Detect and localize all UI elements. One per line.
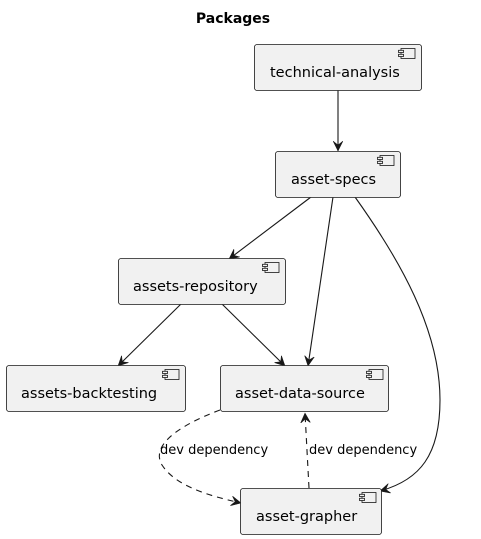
node-asset-specs[interactable]: asset-specs: [275, 151, 401, 198]
component-icon: [162, 369, 180, 380]
component-icon: [262, 262, 280, 273]
edge-asset-specs-to-asset-grapher: [354, 196, 441, 491]
component-icon: [366, 369, 384, 380]
diagram-title: Packages: [196, 11, 270, 27]
node-label: technical-analysis: [270, 65, 400, 81]
node-label: assets-repository: [133, 279, 258, 295]
edge-label-dev-dependency-right: dev dependency: [309, 443, 417, 458]
component-icon: [398, 48, 416, 59]
node-assets-backtesting[interactable]: assets-backtesting: [6, 365, 186, 412]
node-assets-repository[interactable]: assets-repository: [118, 258, 286, 305]
component-icon: [359, 492, 377, 503]
edge-asset-specs-to-asset-data-source: [308, 196, 334, 366]
edge-label-dev-dependency-left: dev dependency: [160, 443, 268, 458]
node-asset-grapher[interactable]: asset-grapher: [240, 488, 382, 535]
edge-asset-specs-to-assets-repository: [229, 196, 312, 260]
node-label: asset-data-source: [235, 386, 365, 402]
node-label: asset-specs: [291, 172, 376, 188]
edge-asset-grapher-to-asset-data-source: [305, 413, 309, 489]
edge-assets-repository-to-assets-backtesting: [118, 303, 182, 366]
node-label: asset-grapher: [256, 509, 357, 525]
component-icon: [377, 155, 395, 166]
edge-asset-data-source-to-asset-grapher: [158, 409, 241, 503]
node-asset-data-source[interactable]: asset-data-source: [220, 365, 389, 412]
edges: [118, 90, 441, 503]
node-label: assets-backtesting: [21, 386, 157, 402]
node-technical-analysis[interactable]: technical-analysis: [254, 44, 422, 91]
edge-assets-repository-to-asset-data-source: [221, 303, 285, 366]
